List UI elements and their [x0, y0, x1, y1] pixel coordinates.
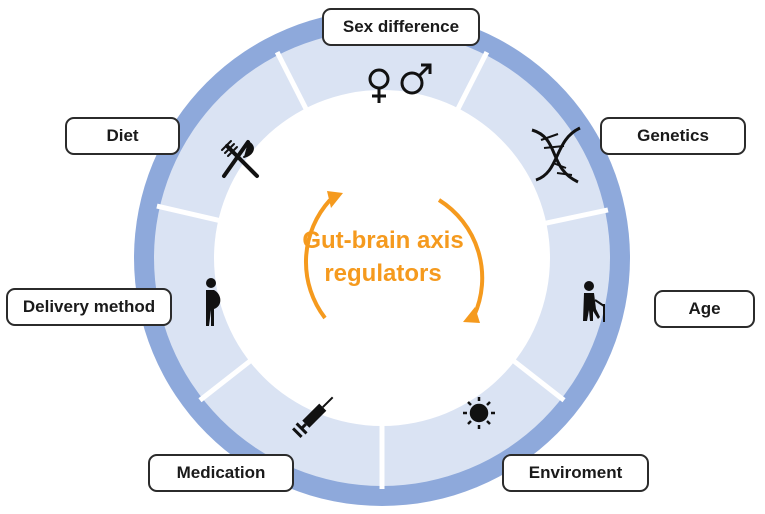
dna-icon	[531, 126, 581, 184]
right-cycle-arrow	[437, 198, 485, 317]
pregnant-woman-icon	[206, 278, 221, 326]
center-title-line-1: Gut-brain axis	[302, 227, 464, 254]
segment-separator-1	[274, 51, 310, 113]
label-delivery-method: Delivery method	[6, 288, 172, 326]
sex-symbols-icon	[368, 63, 432, 103]
label-age: Age	[654, 290, 755, 328]
right-arrowhead	[463, 307, 480, 323]
segment-separator-4	[510, 357, 566, 403]
sun-icon	[463, 397, 495, 429]
label-sex-difference: Sex difference	[322, 8, 480, 46]
syringe-icon	[292, 396, 334, 438]
left-arrowhead	[327, 191, 343, 208]
center-title-line-2: regulators	[324, 260, 442, 287]
label-diet: Diet	[65, 117, 180, 155]
left-cycle-arrow	[303, 198, 332, 320]
cycle-arrows	[303, 198, 485, 320]
center-title: Gut-brain axis regulators	[288, 224, 478, 290]
label-genetics: Genetics	[600, 117, 746, 155]
segment-separator-7	[156, 203, 222, 224]
center-disc	[214, 90, 550, 426]
label-environment: Enviroment	[502, 454, 649, 492]
fork-knife-icon	[221, 140, 259, 178]
segment-separator-6	[198, 357, 254, 403]
segment-separator-3	[542, 207, 609, 227]
segment-separators	[156, 51, 609, 489]
label-medication: Medication	[148, 454, 294, 492]
elderly-person-icon	[583, 281, 605, 322]
segment-separator-2	[454, 51, 490, 113]
